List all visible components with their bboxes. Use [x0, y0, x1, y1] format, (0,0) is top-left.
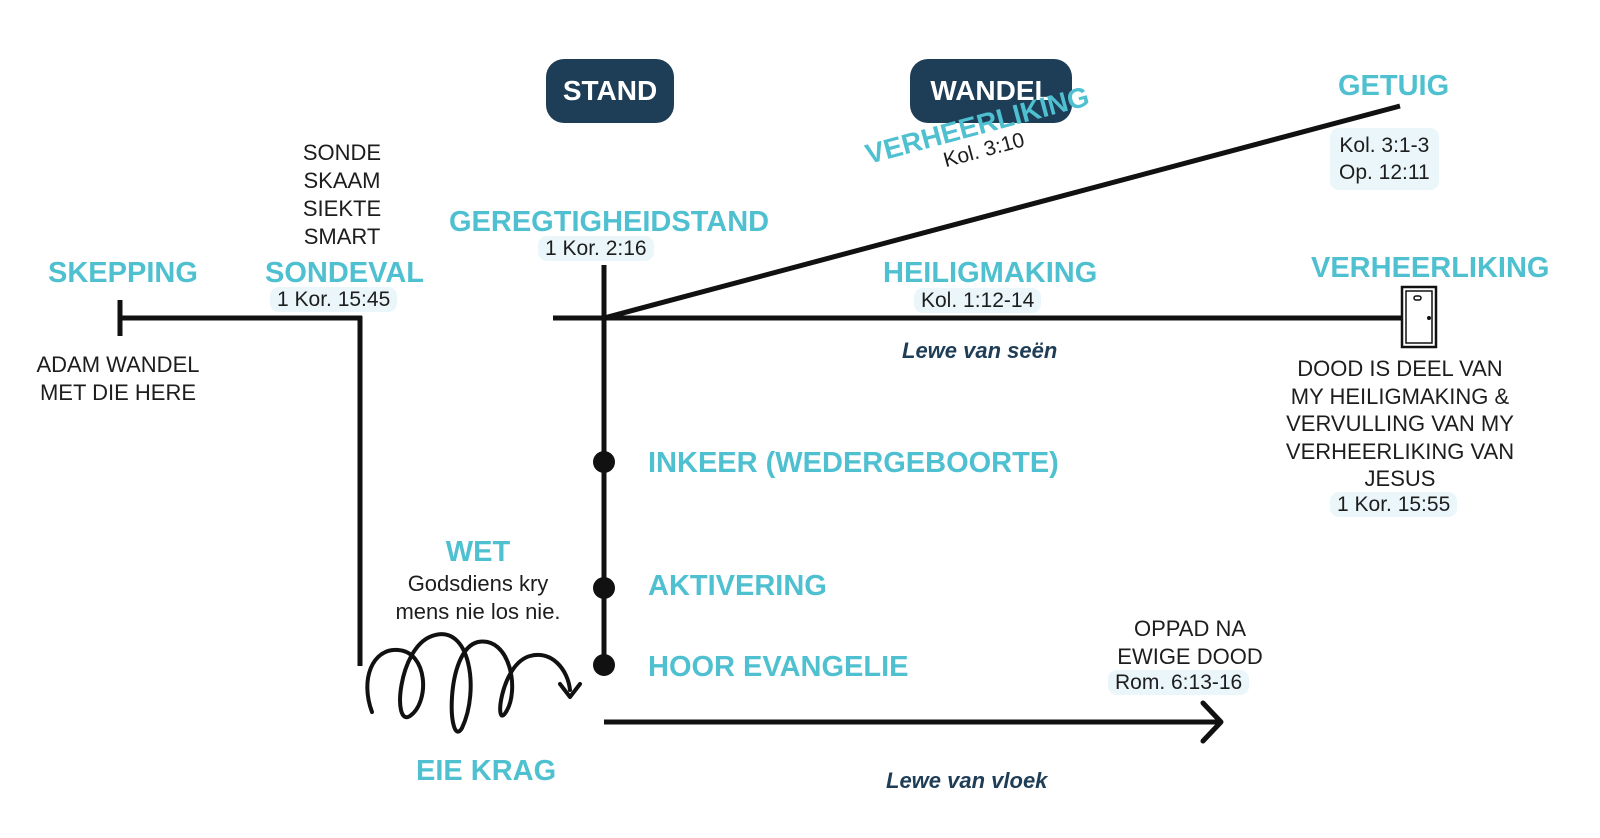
glorification-diagonal — [603, 103, 1401, 321]
scribble-arrowhead — [558, 682, 582, 699]
sondeval-ref: 1 Kor. 15:45 — [270, 287, 398, 312]
getuig-title: GETUIG — [1338, 70, 1450, 102]
verheerliking-end-notes: DOOD IS DEEL VAN MY HEILIGMAKING & VERVU… — [1270, 355, 1530, 493]
dood-ref: Rom. 6:13-16 — [1108, 670, 1250, 695]
wet-title: WET — [445, 536, 511, 568]
heiligmaking-ref: Kol. 1:12-14 — [914, 288, 1042, 313]
step-aktivering: AKTIVERING — [648, 570, 827, 602]
heiligmaking-title: HEILIGMAKING — [883, 257, 1098, 289]
step-inkeer: INKEER (WEDERGEBOORTE) — [648, 447, 1059, 479]
stand-badge: STAND — [546, 59, 674, 123]
dood-note-line: OPPAD NA — [1133, 616, 1247, 641]
sondeval-effects: SONDE SKAAM SIEKTE SMART — [282, 139, 402, 251]
wet-note: Godsdiens kry mens nie los nie. — [368, 570, 588, 626]
sondeval-title: SONDEVAL — [265, 257, 424, 289]
verheerliking-note: DOOD IS DEEL VAN — [1297, 356, 1503, 381]
blessing-caption: Lewe van seën — [902, 338, 1058, 363]
skepping-note-line: ADAM WANDEL — [36, 352, 200, 377]
geregtigheid-ref: 1 Kor. 2:16 — [538, 236, 654, 261]
getuig-ref-line: Op. 12:11 — [1339, 161, 1430, 184]
curse-caption: Lewe van vloek — [886, 768, 1048, 793]
sondeval-effect: SMART — [303, 224, 381, 249]
getuig-refs: Kol. 3:1-3 Op. 12:11 — [1330, 128, 1439, 190]
verheerliking-note: JESUS — [1364, 466, 1436, 491]
skepping-note-line: MET DIE HERE — [39, 380, 197, 405]
death-arrow-head — [1200, 700, 1224, 744]
sondeval-effect: SONDE — [302, 140, 382, 165]
step-dot-inkeer — [593, 451, 615, 473]
door-icon — [1400, 285, 1438, 349]
step-dot-hoor — [593, 654, 615, 676]
dood-note-line: EWIGE DOOD — [1117, 644, 1263, 669]
verheerliking-end-ref: 1 Kor. 15:55 — [1330, 492, 1458, 517]
sondeval-effect: SIEKTE — [302, 196, 382, 221]
dood-note: OPPAD NA EWIGE DOOD — [1090, 615, 1290, 671]
verheerliking-note: VERHEERLIKING VAN — [1285, 438, 1515, 464]
skepping-note: ADAM WANDEL MET DIE HERE — [18, 351, 218, 407]
verheerliking-end-title: VERHEERLIKING — [1311, 252, 1550, 284]
eie-krag-title: EIE KRAG — [416, 755, 557, 787]
verheerliking-note: MY HEILIGMAKING & — [1290, 383, 1510, 409]
scribble-loop-icon — [365, 632, 572, 734]
getuig-ref-line: Kol. 3:1-3 — [1339, 134, 1430, 157]
sondeval-effect: SKAAM — [303, 168, 381, 193]
geregtigheid-title: GEREGTIGHEIDSTAND — [449, 206, 770, 238]
skepping-title: SKEPPING — [48, 257, 198, 289]
step-dot-aktivering — [593, 577, 615, 599]
verheerliking-note: VERVULLING VAN MY — [1286, 411, 1514, 436]
wet-note-line: mens nie los nie. — [395, 599, 561, 624]
wandel-badge: WANDEL — [910, 59, 1072, 123]
wet-note-line: Godsdiens kry — [407, 571, 549, 596]
step-hoor: HOOR EVANGELIE — [648, 651, 909, 683]
